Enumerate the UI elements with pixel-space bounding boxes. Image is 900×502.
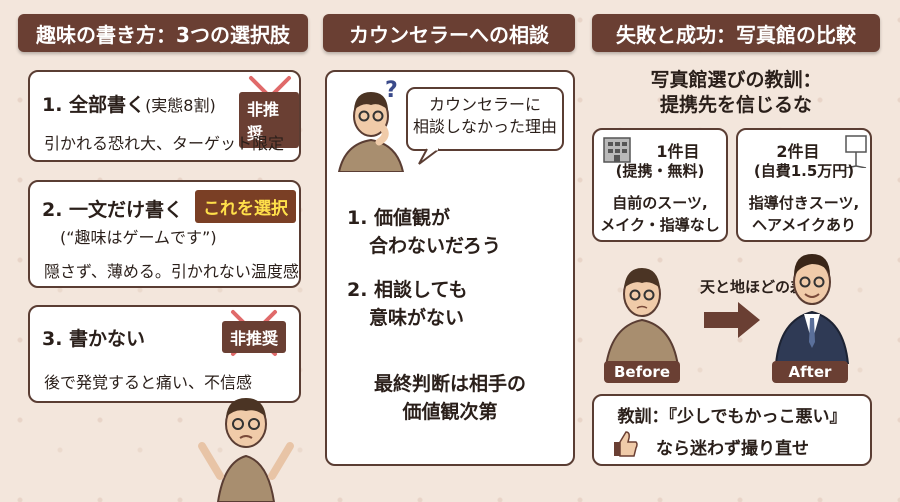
- studio1-desc: 自前のスーツ, メイク・指導なし: [600, 194, 720, 234]
- not-recommended-badge: 非推奨: [239, 92, 299, 148]
- option1-desc: 引かれる恐れ大、ターゲット限定: [44, 134, 285, 153]
- studio2-sub: (自費1.5万円): [753, 162, 855, 180]
- left-header: 趣味の書き方：3つの選択肢: [18, 14, 308, 52]
- option3-card: 3. 書かない 非推奨 後で発覚すると痛い、不信感: [28, 305, 301, 403]
- reason2: 2. 相談しても 意味がない: [347, 279, 468, 329]
- after-man-illustration: [774, 254, 850, 364]
- moral-line1: 教訓：『少しでもかっこ悪い』: [617, 407, 847, 427]
- middle-card: ? カウンセラーに 相談しなかった理由 1. 価値観が 合わないだろう 2. 相…: [325, 70, 575, 466]
- moral-line2: なら迷わず撮り直せ: [656, 439, 809, 459]
- studio2-title: 2件目: [776, 142, 820, 161]
- option2-desc: 隠さず、薄める。引かれない温度感: [44, 262, 299, 281]
- right-header: 失敗と成功：写真館の比較: [592, 14, 880, 52]
- not-recommended-badge: 非推奨: [222, 321, 287, 353]
- before-man-illustration: [604, 268, 680, 366]
- studio1-card: 1件目 (提携・無料) 自前のスーツ, メイク・指導なし: [592, 128, 728, 242]
- moral-card: 教訓：『少しでもかっこ悪い』 なら迷わず撮り直せ: [592, 394, 872, 466]
- before-label: Before: [604, 361, 680, 383]
- option1-card: 1. 全部書く(実態8割) 非推奨 引かれる恐れ大、ターゲット限定: [28, 70, 301, 162]
- thinking-man-illustration: [337, 92, 405, 172]
- speech-bubble: [406, 87, 564, 165]
- reason1: 1. 価値観が 合わないだろう: [347, 207, 501, 257]
- middle-header: カウンセラーへの相談: [323, 14, 575, 52]
- conclusion: 最終判断は相手の 価値観次第: [373, 373, 526, 423]
- question-mark-icon: ?: [385, 78, 398, 103]
- studio1-sub: (提携・無料): [615, 162, 705, 180]
- lesson-heading: 写真館選びの教訓： 提携先を信じるな: [650, 69, 822, 116]
- option1-title: 1. 全部書く(実態8割): [42, 94, 216, 116]
- studio2-card: 2件目 (自費1.5万円) 指導付きスーツ, ヘアメイクあり: [736, 128, 872, 242]
- difference-label: 天と地ほどの差: [700, 278, 806, 296]
- option2-card: 2. 一文だけ書く これを選択 (“趣味はゲームです”) 隠さず、薄める。引かれ…: [28, 180, 301, 288]
- after-label: After: [772, 361, 848, 383]
- building-icon: [603, 137, 631, 163]
- option2-title: 2. 一文だけ書く: [42, 199, 184, 221]
- selected-badge: これを選択: [195, 190, 296, 223]
- studio-light-icon: [845, 135, 867, 168]
- option3-title: 3. 書かない: [42, 328, 146, 350]
- option2-example: (“趣味はゲームです”): [60, 228, 217, 247]
- option3-desc: 後で発覚すると痛い、不信感: [44, 373, 253, 392]
- right-arrow-icon: [704, 302, 760, 338]
- speech-bubble-text: カウンセラーに 相談しなかった理由: [412, 95, 557, 136]
- studio1-title: 1件目: [656, 142, 700, 161]
- thumbs-up-icon: [614, 431, 638, 457]
- studio2-desc: 指導付きスーツ, ヘアメイクあり: [748, 194, 860, 234]
- shrugging-man-illustration: [198, 398, 294, 502]
